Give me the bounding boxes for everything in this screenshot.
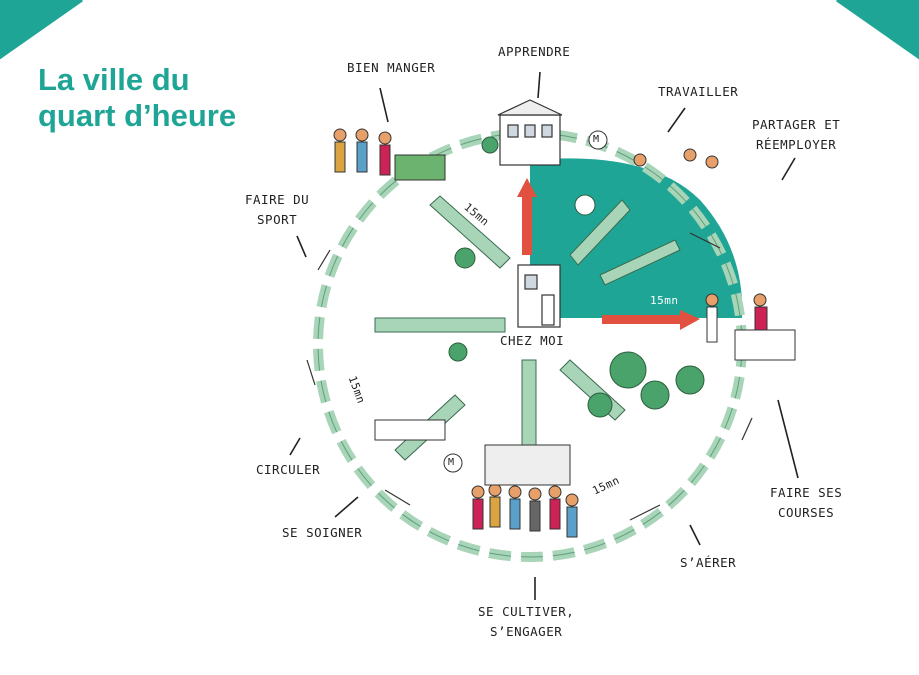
label-sport-line1: FAIRE DU [245,192,310,207]
label-aerer: S’AÉRER [680,555,737,570]
label-sport-line2: SPORT [257,212,298,227]
label-travailler: TRAVAILLER [658,84,739,99]
leader-lines [289,71,799,600]
label-courses: FAIRE SES COURSES [770,483,842,523]
label-sport: FAIRE DU SPORT [245,190,309,230]
label-cultiver-line2: S’ENGAGER [490,624,563,639]
direction-arrows [306,232,753,521]
label-courses-line2: COURSES [778,505,835,520]
school-building [497,99,563,166]
label-courses-line1: FAIRE SES [770,485,843,500]
people [333,128,768,538]
clinic-desk [374,419,446,441]
label-soigner: SE SOIGNER [282,525,363,540]
metro-sign-north: M [593,134,600,145]
label-partager-line2: RÉEMPLOYER [756,137,837,152]
page-title: La ville du quart d’heure [38,62,236,134]
title-line-2: quart d’heure [38,98,237,133]
shop-counter [734,329,796,361]
label-bien-manger: BIEN MANGER [347,60,436,75]
title-line-1: La ville du [38,62,190,97]
metro-sign-south: M [448,457,455,468]
market-stall [394,154,446,181]
distance-label-east: 15mn [650,294,679,307]
metro-icon [443,130,608,473]
red-arrows [517,178,700,330]
label-partager: PARTAGER ET RÉEMPLOYER [752,115,840,155]
trees [448,136,705,418]
label-chez-moi: CHEZ MOI [500,333,565,348]
label-circuler: CIRCULER [256,462,321,477]
stage [484,444,571,486]
label-cultiver-line1: SE CULTIVER, [478,604,575,619]
label-cultiver: SE CULTIVER, S’ENGAGER [478,602,574,642]
home-building [517,264,561,328]
label-partager-line1: PARTAGER ET [752,117,841,132]
label-apprendre: APPRENDRE [498,44,571,59]
